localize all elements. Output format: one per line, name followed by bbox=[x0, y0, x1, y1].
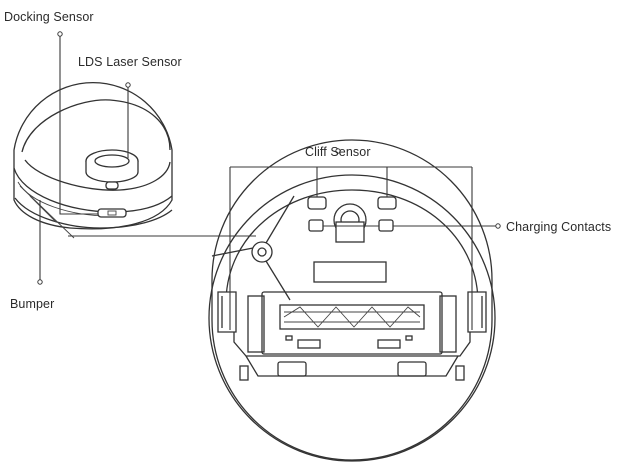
bumper-label: Bumper bbox=[10, 297, 55, 311]
robot-bottom-view bbox=[208, 139, 496, 462]
lds-laser-sensor-label: LDS Laser Sensor bbox=[78, 55, 182, 69]
charging-contacts-label: Charging Contacts bbox=[506, 220, 612, 234]
cliff-sensor-label: Cliff Sensor bbox=[305, 145, 371, 159]
robot-top-view bbox=[13, 82, 173, 239]
docking-sensor-label: Docking Sensor bbox=[4, 10, 94, 24]
leader-lines bbox=[37, 31, 501, 330]
